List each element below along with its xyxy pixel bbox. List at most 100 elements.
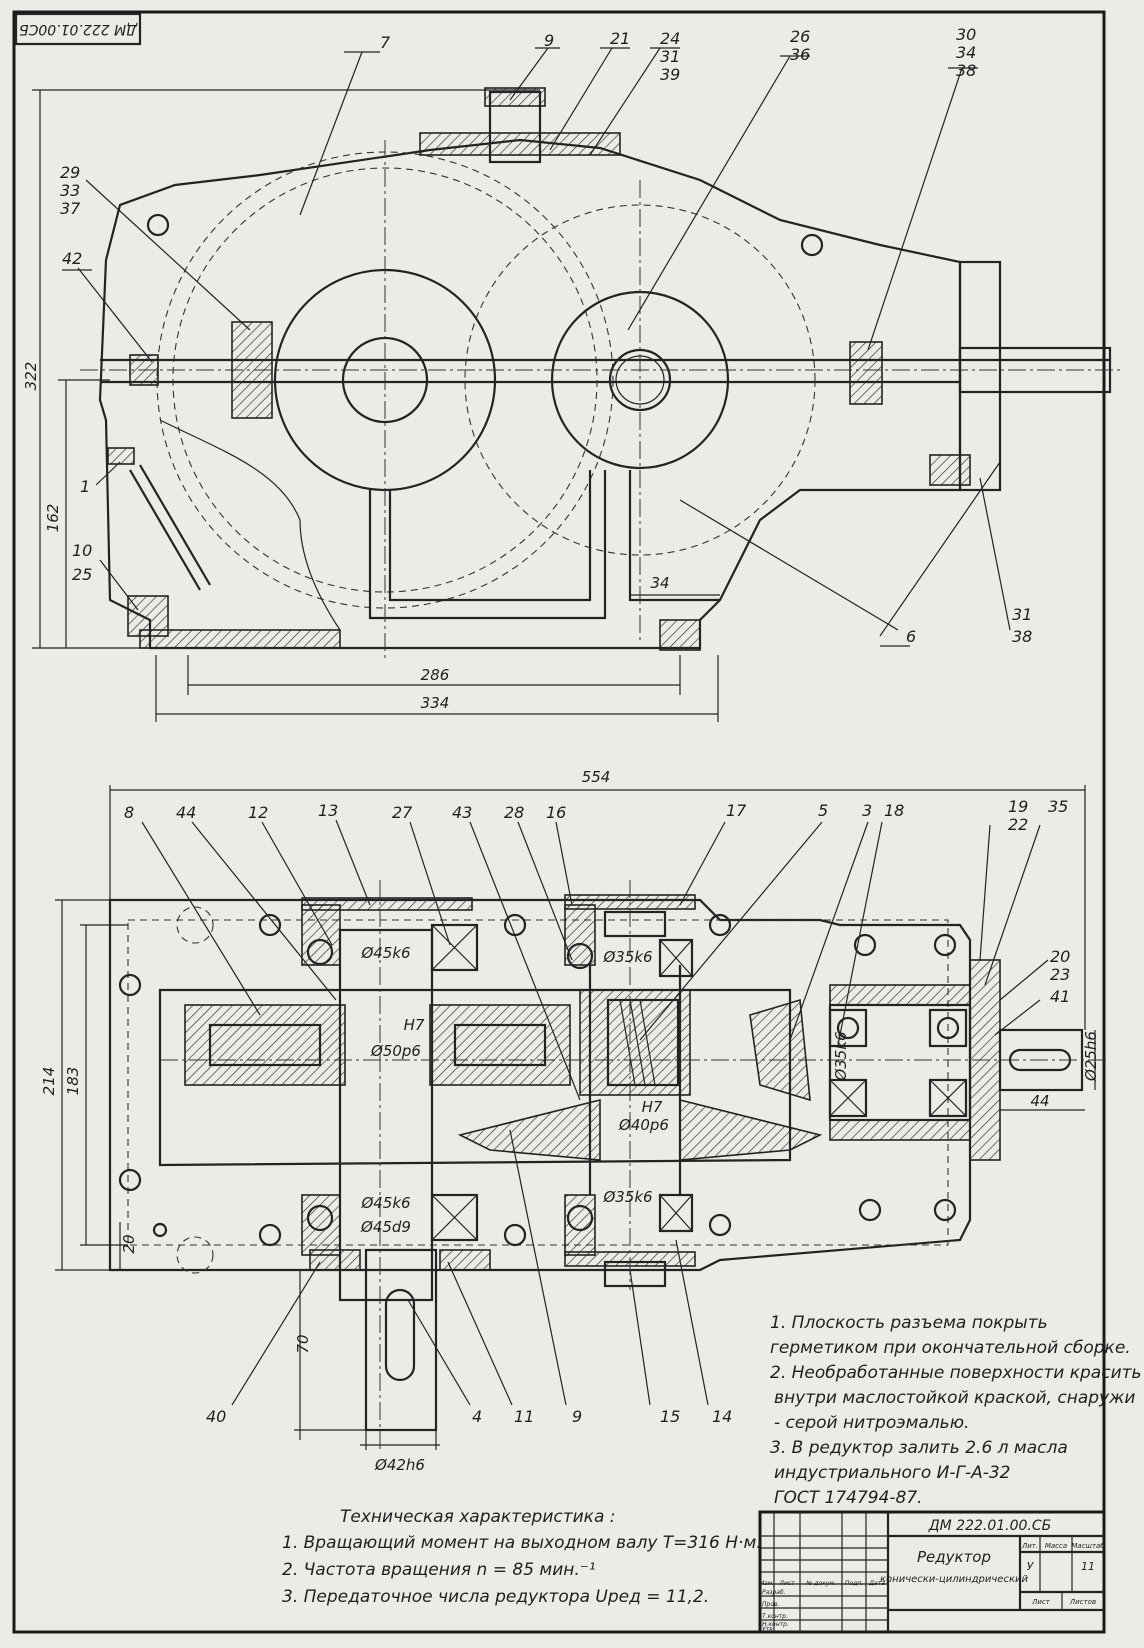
tb-doc-code: ДМ 222.01.00.СБ (928, 1518, 1052, 1534)
pos-17: 17 (726, 801, 747, 820)
pos-11: 11 (514, 1407, 534, 1426)
top-stamp-text: ДМ 222.01.00СБ (19, 21, 138, 37)
pos-44: 44 (176, 803, 196, 822)
front-position-labels: 7 9 21 24 31 39 26 36 30 34 38 29 33 37 … (60, 25, 1032, 647)
dim-334: 334 (421, 694, 450, 712)
dim-322: 322 (22, 362, 40, 391)
pos-33: 33 (60, 181, 80, 200)
pos-7: 7 (380, 33, 391, 52)
tb-head-sign: Подп. (845, 1580, 863, 1587)
note-line-2: герметиком при окончательной сборке. (770, 1338, 1131, 1358)
pos-38b: 38 (1012, 627, 1032, 646)
tb-head-doc: № докум. (805, 1580, 836, 1587)
pos-4: 4 (472, 1407, 482, 1426)
note-line-3: 2. Необработанные поверхности красить (770, 1363, 1142, 1383)
pos-31a: 31 (660, 47, 680, 66)
pos-9-bottom: 9 (572, 1407, 582, 1426)
tech-title: Техническая характеристика : (340, 1507, 616, 1527)
dim-554: 554 (582, 768, 611, 786)
sheet-frame (12, 10, 1106, 1634)
pos-42: 42 (62, 249, 82, 268)
pos-30: 30 (956, 25, 976, 44)
pos-5: 5 (818, 801, 828, 820)
tb-col-mass: Масса (1045, 1542, 1067, 1550)
dim-d25h6: Ø25h6 (1082, 1031, 1100, 1082)
pos-15: 15 (660, 1407, 680, 1426)
pos-40: 40 (206, 1407, 226, 1426)
front-dimensions: 322 162 34 286 334 (22, 89, 720, 722)
pos-26: 26 (790, 27, 810, 46)
tb-row-tkontr: Т.контр. (762, 1613, 788, 1620)
pos-19: 19 (1008, 797, 1028, 816)
pos-3: 3 (862, 801, 872, 820)
note-line-8: ГОСТ 174794-87. (774, 1488, 923, 1508)
tb-name-1: Редуктор (917, 1548, 991, 1566)
dim-d45d9: Ø45d9 (360, 1218, 411, 1236)
pos-27: 27 (392, 803, 413, 822)
note-line-7: индустриального И-Г-А-32 (774, 1463, 1010, 1483)
dim-d35k6-right: Ø35k6 (832, 1031, 850, 1081)
tech-line-3: 3. Передаточное числа редуктора Uред = 1… (282, 1587, 709, 1607)
technical-requirements: 1. Плоскость разъема покрыть герметиком … (770, 1313, 1142, 1508)
pos-35: 35 (1048, 797, 1068, 816)
dim-d50p6: Ø50p6 (370, 1042, 421, 1060)
top-stamp: ДМ 222.01.00СБ (14, 12, 142, 46)
note-line-6: 3. В редуктор залить 2.6 л масла (770, 1438, 1068, 1458)
pos-41: 41 (1050, 987, 1070, 1006)
tb-row-utv: Утв. (762, 1626, 775, 1633)
dim-70: 70 (294, 1334, 312, 1353)
dim-d45k6-top: Ø45k6 (360, 944, 410, 962)
pos-1: 1 (80, 477, 90, 496)
dim-162: 162 (44, 504, 62, 533)
dim-h7-left: H7 (404, 1016, 425, 1034)
pos-12: 12 (248, 803, 268, 822)
dim-h7-mid: H7 (642, 1098, 663, 1116)
front-view (80, 87, 1120, 660)
tb-head-date: Дата (868, 1580, 885, 1587)
pos-23: 23 (1050, 965, 1070, 984)
tb-head-list: Лист (778, 1580, 795, 1587)
pos-16: 16 (546, 803, 566, 822)
tb-col-lit: Лит. (1021, 1542, 1038, 1550)
note-line-5: - серой нитроэмалью. (774, 1413, 969, 1433)
title-block: ДМ 222.01.00.СБ Редуктор конически-цилин… (758, 1510, 1106, 1634)
pos-9-top: 9 (544, 31, 554, 50)
pos-39: 39 (660, 65, 680, 84)
dim-214: 214 (40, 1067, 58, 1096)
note-line-1: 1. Плоскость разъема покрыть (770, 1313, 1048, 1333)
pos-10: 10 (72, 541, 92, 560)
tb-head-izm: Изм. (760, 1580, 774, 1587)
tb-sheets-label: Листов (1069, 1598, 1096, 1606)
tb-sheets: 11 (1081, 1560, 1095, 1573)
note-line-4: внутри маслостойкой краской, снаружи (774, 1388, 1135, 1408)
pos-34: 34 (956, 43, 976, 62)
tb-row-razrab: Разраб. (762, 1589, 786, 1596)
pos-8: 8 (124, 803, 134, 822)
dim-183: 183 (64, 1067, 82, 1096)
dim-d35k6-top: Ø35k6 (602, 948, 652, 966)
plan-dimensions: 554 214 183 20 70 44 Ø25h6 Ø42h6 Ø45k6 Ø… (40, 768, 1100, 1474)
pos-31b: 31 (1012, 605, 1032, 624)
pos-22: 22 (1008, 815, 1028, 834)
pos-43: 43 (452, 803, 472, 822)
plan-position-labels: 8 44 12 13 27 43 28 16 17 5 3 18 19 22 3… (124, 797, 1070, 1426)
pos-29: 29 (60, 163, 80, 182)
tb-stage: У (1027, 1560, 1035, 1573)
technical-characteristics: Техническая характеристика : 1. Вращающи… (282, 1507, 762, 1607)
dim-286: 286 (421, 666, 450, 684)
plan-view (108, 880, 1110, 1450)
pos-6: 6 (906, 627, 916, 646)
pos-38a: 38 (956, 61, 976, 80)
pos-37: 37 (60, 199, 81, 218)
tech-line-2: 2. Частота вращения n = 85 мин.⁻¹ (282, 1560, 596, 1580)
pos-36: 36 (790, 45, 810, 64)
pos-21: 21 (610, 29, 630, 48)
pos-13: 13 (318, 801, 338, 820)
tb-sheet-label: Лист (1031, 1598, 1051, 1606)
pos-14: 14 (712, 1407, 732, 1426)
tb-name-2: конически-цилиндрический (880, 1574, 1028, 1585)
dim-34: 34 (650, 574, 669, 592)
tech-line-1: 1. Вращающий момент на выходном валу T=3… (282, 1533, 762, 1553)
tb-col-scale: Масштаб (1071, 1542, 1105, 1550)
